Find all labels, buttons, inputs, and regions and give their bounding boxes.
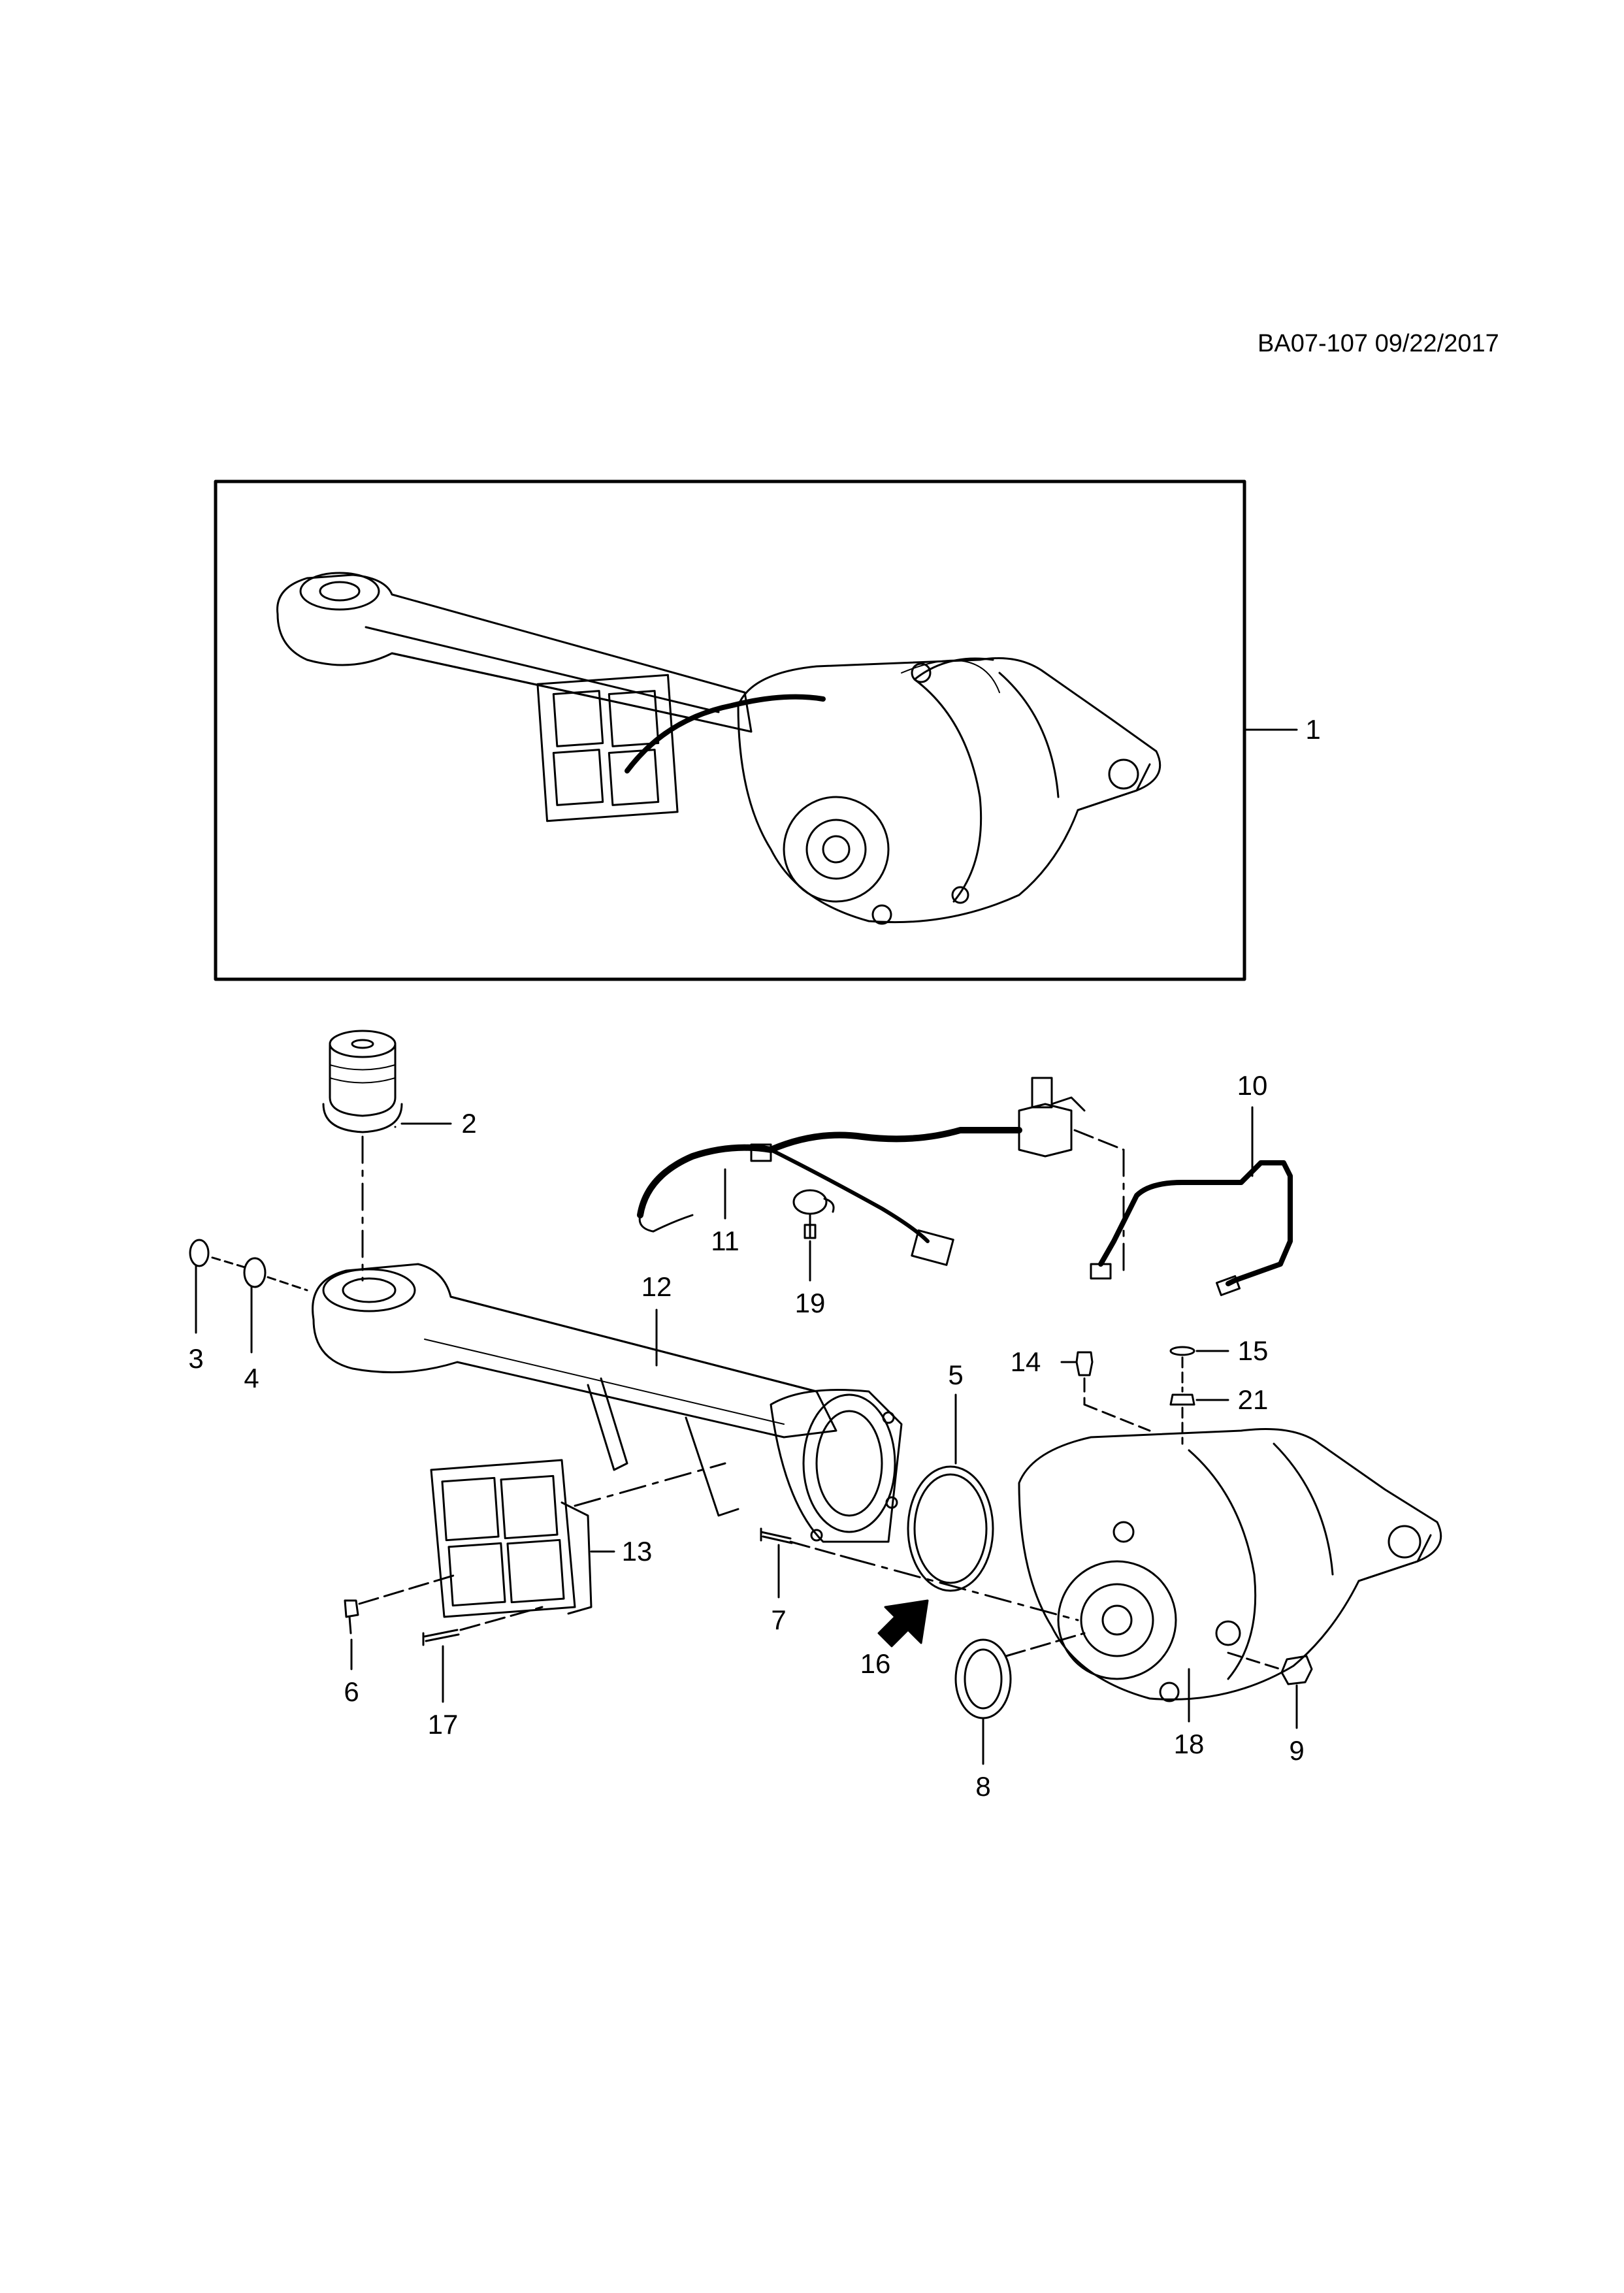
connector-part-19 xyxy=(792,1189,835,1239)
callout-15: 15 xyxy=(1237,1335,1269,1366)
callout-11: 11 xyxy=(711,1226,739,1256)
callout-19: 19 xyxy=(794,1288,826,1318)
callout-21: 21 xyxy=(1237,1384,1269,1415)
bolt-part-7 xyxy=(760,1527,793,1544)
callout-17: 17 xyxy=(427,1709,459,1740)
callout-12: 12 xyxy=(641,1271,672,1302)
callout-4: 4 xyxy=(244,1363,259,1393)
ring-part-3 xyxy=(189,1239,210,1267)
ring-part-4 xyxy=(243,1257,267,1288)
axle-arm-part-12 xyxy=(312,1263,903,1543)
callout-2: 2 xyxy=(461,1108,477,1139)
callout-5: 5 xyxy=(948,1359,964,1390)
fitting-part-14 xyxy=(1075,1351,1094,1376)
washer-part-15 xyxy=(1169,1346,1195,1356)
bushing-part-2 xyxy=(322,1030,403,1133)
callout-7: 7 xyxy=(771,1604,787,1635)
control-module-part-13 xyxy=(430,1459,593,1618)
stud-part-17 xyxy=(422,1629,460,1646)
callout-14: 14 xyxy=(1010,1346,1041,1377)
nut-part-21 xyxy=(1169,1393,1195,1406)
bolt-part-6 xyxy=(344,1599,359,1634)
callout-3: 3 xyxy=(188,1343,204,1374)
callout-6: 6 xyxy=(344,1676,359,1707)
callout-10: 10 xyxy=(1237,1070,1268,1101)
callout-18: 18 xyxy=(1173,1729,1205,1759)
assembled-axle-drawing xyxy=(276,572,1161,925)
plug-part-9 xyxy=(1280,1655,1313,1685)
callout-9: 9 xyxy=(1289,1735,1305,1766)
callout-1: 1 xyxy=(1305,714,1321,745)
pipe-part-10 xyxy=(1098,1160,1293,1286)
assembly-frame xyxy=(214,480,1246,981)
differential-part-18 xyxy=(1018,1428,1442,1702)
document-code: BA07-107 09/22/2017 xyxy=(1258,330,1499,357)
o-ring-part-5 xyxy=(907,1465,994,1592)
callout-16: 16 xyxy=(860,1648,891,1679)
view-arrow-part-16 xyxy=(877,1599,929,1648)
callout-13: 13 xyxy=(621,1536,653,1567)
harness-part-11 xyxy=(637,1077,1086,1266)
callout-8: 8 xyxy=(975,1771,991,1802)
